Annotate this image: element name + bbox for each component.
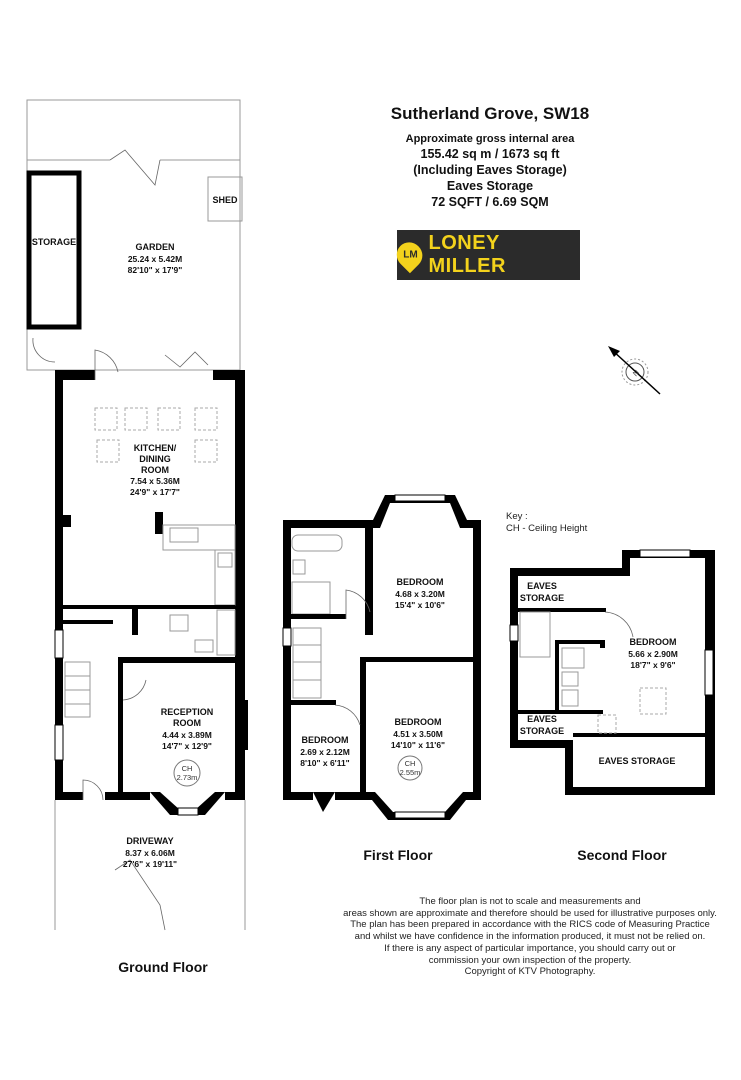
storage-label: STORAGE — [32, 237, 76, 247]
ch-value: 2.55m — [400, 768, 421, 777]
ceiling-height-marker — [397, 755, 423, 781]
ceiling-height-marker — [173, 759, 201, 787]
compass-label: N — [631, 368, 641, 378]
first-floor-plan: BEDROOM 4.68 x 3.20M 15'4" x 10'6" BEDRO… — [282, 494, 481, 863]
kitchen-imperial: 24'9" x 17'7" — [130, 487, 180, 497]
compass-icon: N — [608, 346, 661, 395]
bedroom-second-imperial: 18'7" x 9'6" — [630, 660, 675, 670]
area-note: (Including Eaves Storage) — [413, 163, 567, 177]
eaves-top-label-2: STORAGE — [520, 593, 564, 603]
bedroom-rear-imperial: 15'4" x 10'6" — [395, 600, 445, 610]
eaves-top-label-1: EAVES — [527, 581, 557, 591]
disclaimer-line: If there is any aspect of particular imp… — [384, 942, 676, 954]
second-floor-label: Second Floor — [577, 847, 667, 863]
bedroom-second-metric: 5.66 x 2.90M — [628, 649, 678, 659]
bedroom-front-metric: 4.51 x 3.50M — [393, 729, 443, 739]
eaves-bottom-label: EAVES STORAGE — [599, 756, 676, 766]
key-title: Key : — [506, 511, 528, 522]
key-entry: CH - Ceiling Height — [506, 523, 588, 534]
property-title: Sutherland Grove, SW18 — [390, 104, 590, 123]
driveway-metric: 8.37 x 6.06M — [125, 848, 175, 858]
bedroom-small-imperial: 8'10" x 6'11" — [300, 758, 349, 768]
garden-label: GARDEN — [135, 242, 174, 252]
ground-floor-label: Ground Floor — [118, 959, 208, 975]
eaves-label: Eaves Storage — [446, 179, 534, 193]
eaves-mid-label-1: EAVES — [527, 714, 557, 724]
ch-label: CH — [405, 759, 416, 768]
eaves-mid-label-2: STORAGE — [520, 726, 564, 736]
kitchen-label-2: DINING — [139, 454, 171, 464]
reception-label-1: RECEPTION — [161, 707, 214, 717]
disclaimer-line: The floor plan is not to scale and measu… — [419, 896, 641, 907]
driveway-label: DRIVEWAY — [126, 836, 173, 846]
reception-imperial: 14'7" x 12'9" — [162, 741, 212, 751]
key-legend: Key : CH - Ceiling Height — [506, 511, 587, 535]
driveway-imperial: 27'6" x 19'11" — [123, 859, 177, 869]
second-floor-plan: EAVES STORAGE EAVES STORAGE EAVES STORAG… — [509, 549, 715, 863]
disclaimer-line: areas shown are approximate and therefor… — [343, 907, 717, 919]
first-floor-label: First Floor — [363, 847, 433, 863]
bedroom-rear-metric: 4.68 x 3.20M — [395, 589, 445, 599]
area-value: 155.42 sq m / 1673 sq ft — [420, 147, 560, 161]
reception-label-2: ROOM — [173, 718, 201, 728]
bedroom-rear-label: BEDROOM — [397, 577, 444, 587]
kitchen-metric: 7.54 x 5.36M — [130, 476, 180, 486]
disclaimer: The floor plan is not to scale and measu… — [330, 896, 730, 978]
shed — [207, 176, 243, 222]
shed-label: SHED — [212, 195, 238, 205]
bedroom-second-label: BEDROOM — [630, 637, 677, 647]
disclaimer-line: The plan has been prepared in accordance… — [350, 919, 710, 931]
agent-logo: LM LONEY MILLER — [391, 230, 580, 280]
disclaimer-line: commission your own inspection of the pr… — [428, 954, 632, 966]
kitchen-label-1: KITCHEN/ — [134, 443, 177, 453]
disclaimer-line: Copyright of KTV Photography. — [464, 966, 596, 978]
ch-value: 2.73m — [177, 773, 198, 782]
property-header: Sutherland Grove, SW18 Approximate gross… — [380, 104, 600, 210]
kitchen-label-3: ROOM — [141, 465, 169, 475]
ch-label: CH — [182, 764, 193, 773]
garden-metric: 25.24 x 5.42M — [128, 254, 182, 264]
ground-floor-plan: STORAGE SHED GARDEN 25.24 x 5.42M 82'10"… — [26, 99, 248, 975]
bedroom-front-label: BEDROOM — [395, 717, 442, 727]
bedroom-small-metric: 2.69 x 2.12M — [300, 747, 350, 757]
logo-text: LONEY MILLER — [428, 232, 506, 277]
bedroom-front-imperial: 14'10" x 11'6" — [391, 740, 445, 750]
disclaimer-line: and whilst we have confidence in the inf… — [354, 931, 706, 943]
eaves-value: 72 SQFT / 6.69 SQM — [431, 195, 549, 209]
area-label: Approximate gross internal area — [405, 133, 575, 145]
storage-outbuilding — [26, 170, 82, 330]
bedroom-small-label: BEDROOM — [302, 735, 349, 745]
garden-imperial: 82'10" x 17'9" — [128, 265, 183, 275]
reception-metric: 4.44 x 3.89M — [162, 730, 212, 740]
